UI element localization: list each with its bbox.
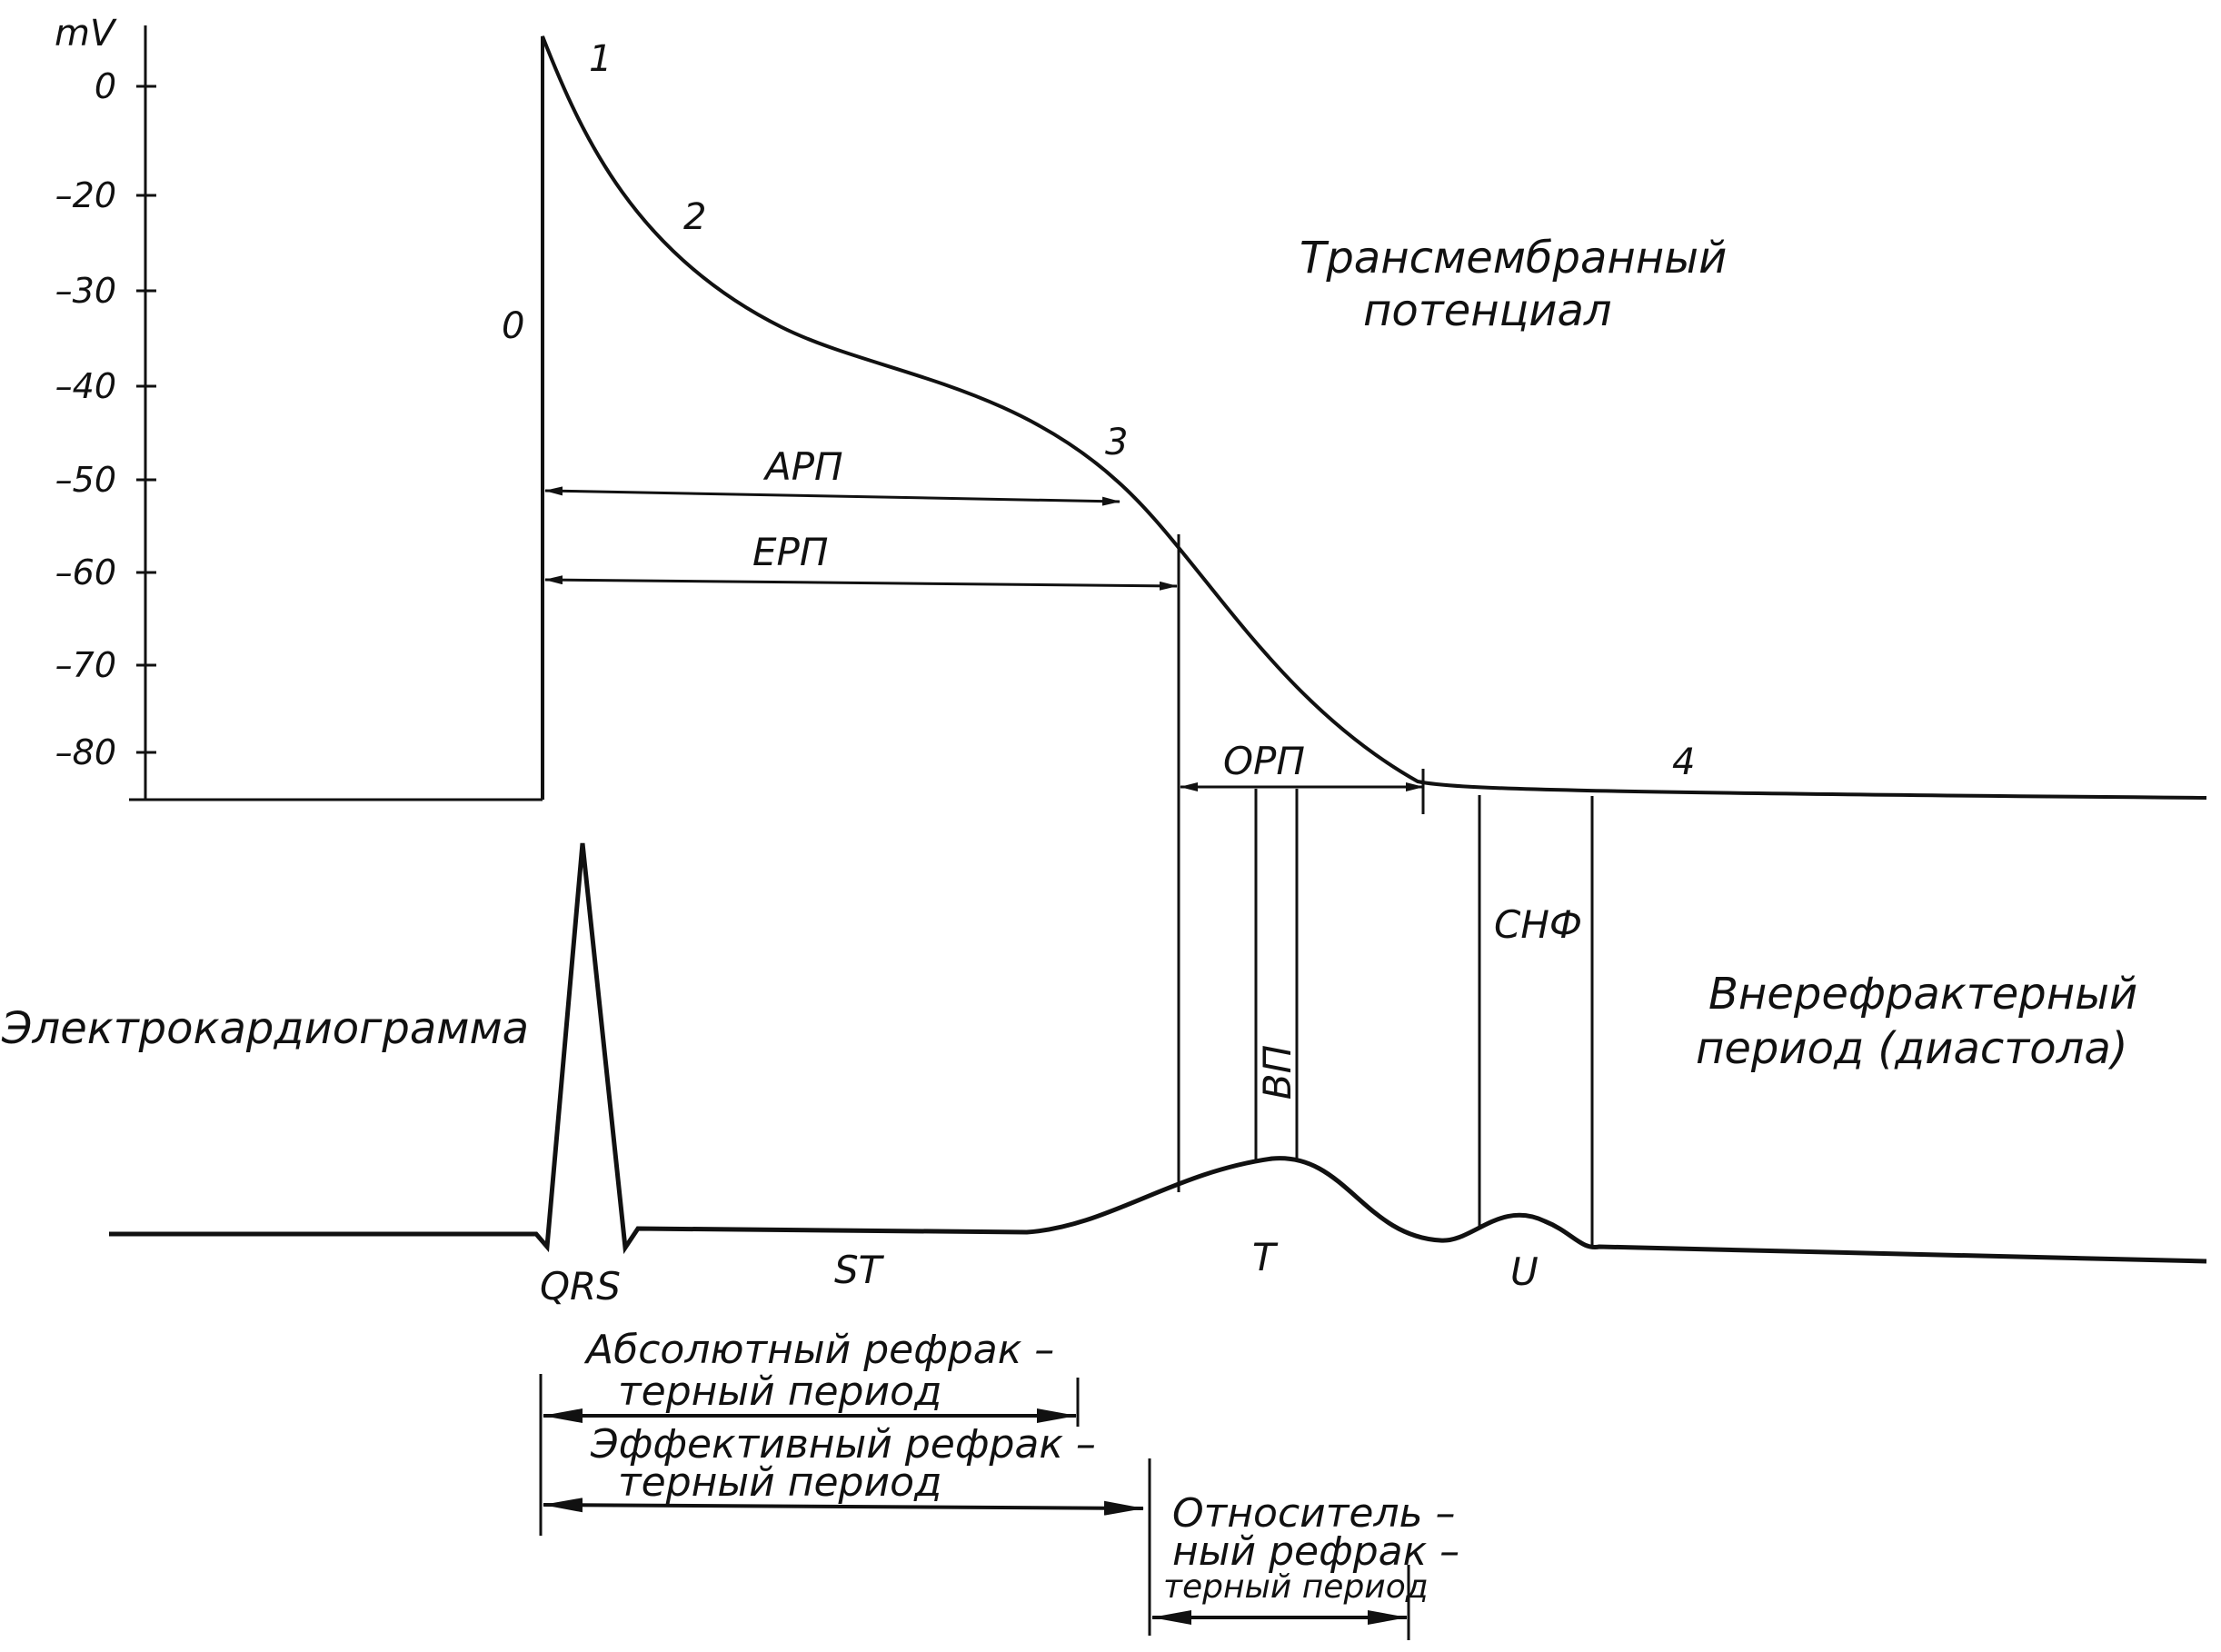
snf-label: СНФ (1494, 902, 1582, 947)
arp-arrow (544, 486, 1120, 506)
relative-period-line-2: ный рефрак – (1172, 1528, 1459, 1575)
relative-period-line-3: терный период (1163, 1568, 1429, 1606)
st-label: ST (834, 1248, 885, 1292)
transmembrane-title-line-2: потенциал (1363, 285, 1612, 336)
y-tick-label: –30 (55, 271, 116, 311)
t-wave-label: T (1252, 1235, 1279, 1279)
effective-period-line-2: терный период (618, 1459, 941, 1506)
y-tick-label: –70 (55, 645, 116, 685)
erp-label: ЕРП (752, 530, 828, 574)
axis-unit-label: mV (55, 13, 117, 55)
ecg-title: Электрокардиограмма (1, 1003, 529, 1054)
arp-label: АРП (762, 444, 843, 489)
relative-period-line-1: Относитель – (1172, 1490, 1455, 1537)
phase-1-label: 1 (589, 38, 612, 80)
phase-3-label: 3 (1105, 422, 1128, 463)
u-wave-label: U (1510, 1249, 1539, 1294)
y-tick-label: 0 (95, 66, 116, 106)
y-tick-label: –20 (55, 175, 116, 215)
effective-period-arrow (543, 1498, 1144, 1516)
absolute-period-line-1: Абсолютный рефрак – (583, 1327, 1054, 1373)
erp-arrow (544, 575, 1178, 591)
qrs-label: QRS (540, 1264, 621, 1309)
y-tick-label: –50 (55, 460, 116, 500)
y-tick-label: –80 (55, 732, 116, 772)
y-tick-label: –40 (55, 366, 116, 406)
y-axis-ticks (136, 85, 156, 754)
action-potential-curve (541, 35, 2207, 800)
y-tick-label: –60 (55, 552, 116, 592)
phase-0-label: 0 (502, 305, 524, 347)
transmembrane-title-line-1: Трансмембранный (1300, 233, 1727, 284)
phase-2-label: 2 (683, 196, 706, 238)
orp-label: ОРП (1223, 739, 1305, 783)
nonrefractory-title-line-1: Внерефрактерный (1708, 969, 2137, 1020)
vp-label: ВП (1255, 1045, 1300, 1100)
phase-4-label: 4 (1672, 741, 1695, 783)
absolute-period-line-2: терный период (618, 1368, 941, 1415)
ecg-trace (109, 842, 2207, 1264)
effective-period-line-1: Эффективный рефрак – (590, 1421, 1096, 1468)
nonrefractory-title-line-2: период (диастола) (1696, 1023, 2127, 1074)
